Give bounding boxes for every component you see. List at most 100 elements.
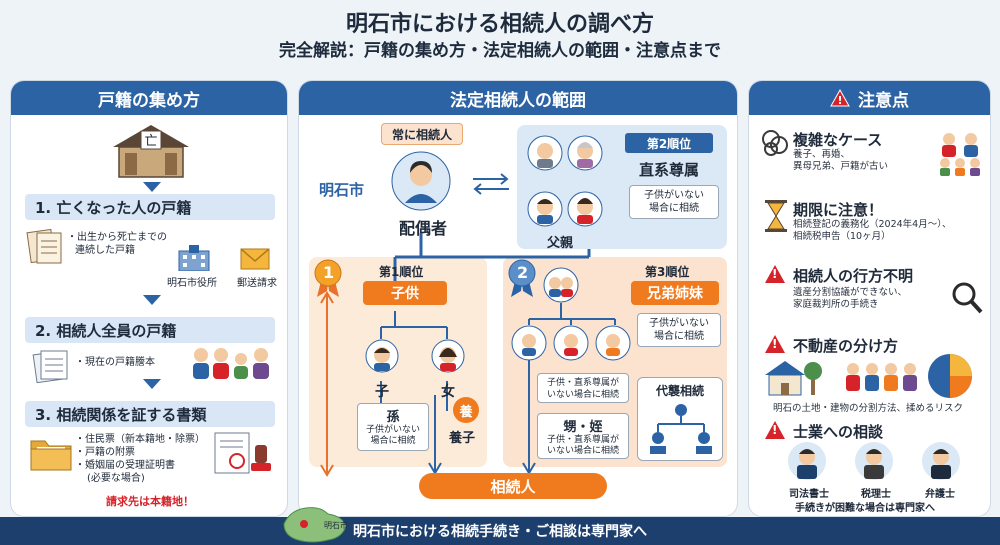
caution2-line1: 相続登記の義務化（2024年4月～）、 [793, 219, 952, 230]
certificate-icon [32, 350, 68, 383]
house-icon [765, 361, 822, 396]
pro-note: 手続きが困難な場合は専門家へ [795, 503, 935, 514]
cautions-heading-text: 注意点 [858, 90, 909, 111]
caution1-title: 複雑なケース [793, 131, 883, 149]
city-label: 明石市 [319, 181, 365, 199]
sibling-note: 子供・直系尊属が いない場合に相続 [537, 373, 629, 403]
rank3-note-line1: 子供がいない [649, 318, 709, 329]
exchange-arrows-icon [473, 173, 509, 195]
professionals-icon [788, 442, 960, 480]
rank3-note: 子供がいない 場合に相続 [637, 313, 721, 347]
pie-chart-icon [928, 354, 972, 398]
step2-note: ・現在の戸籍謄本 [75, 357, 155, 368]
mail-label: 郵送請求 [237, 278, 277, 289]
rank1-medal-icon [314, 259, 342, 297]
sibling-note-line2: いない場合に相続 [546, 390, 619, 400]
step1-note-1: ・出生から死亡までの [67, 232, 167, 243]
warning-icon [765, 421, 785, 439]
cautions-panel: ! 注意点 複雑なケース 養子、再婚、 異母兄弟、戸籍が古い 期限に注意！ 相続… [748, 80, 991, 517]
legal-heirs-heading: 法定相続人の範囲 [299, 81, 737, 115]
legal-heirs-panel: 法定相続人の範囲 常に相続人 明石市 配偶者 第2順位 直系尊属 子供がいない [298, 80, 738, 517]
pro3-label: 弁護士 [925, 489, 955, 500]
adopted-label: 養子 [449, 431, 476, 446]
page-subtitle: 完全解説：戸籍の集め方・法定相続人の範囲・注意点まで [279, 41, 721, 61]
koseki-collection-panel: 戸籍の集め方 亡 1. 亡くなった人の戸籍 ・出生から死亡までの 連続した戸籍 … [10, 80, 288, 517]
pro1-label: 司法書士 [789, 489, 829, 500]
rank2-title: 第2順位 [625, 133, 713, 153]
footer-text: 明石市における相続手続き・ご相談は専門家へ [353, 524, 647, 540]
akashi-map-icon: 明石市 [283, 507, 348, 543]
page-title: 明石市における相続人の調べ方 [345, 12, 654, 37]
documents-icon [26, 228, 62, 264]
caution3-line2: 家庭裁判所の手続き [793, 299, 879, 310]
rank2-note-line2: 場合に相続 [649, 203, 699, 214]
step3-item1: ・住民票（新本籍地・除票） [75, 434, 205, 445]
map-label: 明石市 [324, 520, 348, 530]
rank3-badge: 2 [517, 263, 529, 282]
house-icon: 亡 [113, 125, 189, 178]
house-sign-text: 亡 [144, 134, 157, 149]
rank3-note-line2: 場合に相続 [654, 331, 704, 342]
footer-banner: 明石市における相続手続き・ご相談は専門家へ [0, 517, 1000, 545]
nephew-title: 甥・姪 [563, 420, 603, 435]
caution1-line2: 異母兄弟、戸籍が古い [793, 161, 889, 172]
tangled-knot-icon [762, 130, 788, 156]
representation-box: 代襲相続 [637, 377, 723, 461]
grandchild-note-line2: 場合に相続 [370, 436, 416, 446]
step3-bar: 3. 相続関係を証する書類 [25, 401, 275, 427]
warning-icon [765, 265, 785, 283]
down-arrow-icon [143, 379, 161, 389]
down-arrow-icon [143, 295, 161, 305]
grandchild-title: 孫 [386, 410, 400, 425]
step3-item3: ・婚姻届の受理証明書 [75, 460, 175, 471]
complex-family-icon [940, 133, 980, 176]
rank3-medal-icon [508, 259, 536, 297]
spouse-avatar-icon [391, 151, 451, 211]
grandparents-icon [527, 135, 603, 171]
adopted-seal: 養 [453, 397, 479, 423]
hourglass-icon [765, 200, 787, 232]
rank1-badge: 1 [323, 263, 335, 282]
siblings-row-icon [511, 325, 631, 361]
son-label: 子 [375, 384, 389, 400]
parent-label: 父親 [547, 236, 574, 251]
warning-icon: ! [830, 89, 850, 107]
son-avatar-icon [365, 339, 399, 373]
step3-item3b: (必要な場合) [87, 473, 145, 484]
grandchild-note-line1: 子供がいない [365, 425, 420, 435]
nephew-box: 甥・姪 子供・直系尊属が いない場合に相続 [537, 413, 629, 459]
caution3-title: 相続人の行方不明 [793, 267, 914, 285]
nephew-note-line1: 子供・直系尊属が [546, 435, 619, 445]
family-icon [193, 348, 269, 379]
caution4-line1: 明石の土地・建物の分割方法、揉めるリスク [773, 403, 964, 414]
warning-icon [765, 335, 785, 353]
heirs-bar: 相続人 [419, 473, 607, 499]
city-office-icon [178, 245, 210, 271]
caution3-line1: 遺産分割協議ができない、 [793, 287, 908, 298]
step3-item2: ・戸籍の附票 [75, 447, 135, 458]
rank1-title: 第1順位 [379, 265, 424, 279]
svg-text:!: ! [837, 94, 842, 107]
parents-icon [527, 191, 603, 227]
rank3-title: 第3順位 [645, 265, 690, 279]
siblings-avatar-icon [543, 267, 579, 303]
warning-icon-mark: ! [772, 267, 778, 281]
rank2-name: 直系尊属 [639, 161, 700, 179]
step1-bar: 1. 亡くなった人の戸籍 [25, 194, 275, 220]
warning-icon-mark: ! [772, 337, 778, 351]
rank2-note: 子供がいない 場合に相続 [629, 185, 719, 219]
stamp-icon [214, 432, 271, 474]
caution2-line2: 相続税申告（10ヶ月） [793, 231, 891, 242]
koseki-panel-heading: 戸籍の集め方 [11, 81, 287, 115]
rank1-name: 子供 [363, 281, 447, 305]
city-office-label: 明石市役所 [167, 278, 217, 289]
legal-heirs-heading-text: 法定相続人の範囲 [450, 90, 586, 111]
step3-warning: 請求先は本籍地！ [106, 495, 194, 508]
nephew-note-line2: いない場合に相続 [546, 446, 619, 456]
step1-note-2: 連続した戸籍 [75, 245, 135, 256]
folder-icon [30, 440, 72, 471]
mail-icon [240, 248, 270, 270]
always-heir-tag: 常に相続人 [381, 123, 463, 145]
warning-icon-mark: ! [772, 423, 778, 437]
caution1-line1: 養子、再婚、 [793, 149, 851, 160]
